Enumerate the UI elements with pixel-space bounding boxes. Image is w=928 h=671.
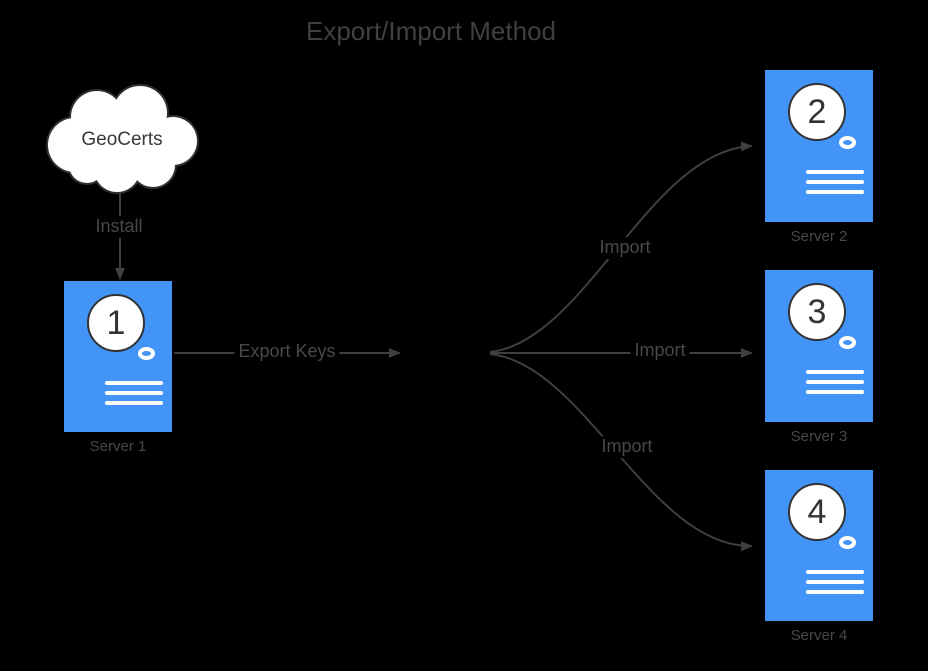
server-label: Server 4	[790, 627, 848, 644]
text-lines-icon	[806, 570, 864, 600]
ellipse-icon	[839, 336, 856, 349]
install-edge-label: Install	[91, 216, 147, 238]
server-node-2: 2 Server 2	[765, 70, 873, 245]
server-node-4: 4 Server 4	[765, 470, 873, 644]
import-middle-edge-label: Import	[630, 340, 690, 362]
server-node-1: 1 Server 1	[64, 281, 172, 455]
export-keys-edge-label: Export Keys	[234, 341, 340, 363]
cloud-label: GeoCerts	[81, 129, 163, 150]
server-label: Server 2	[790, 228, 848, 245]
server-node-3: 3 Server 3	[765, 270, 873, 445]
server-number: 1	[106, 303, 126, 342]
import-top-edge-label: Import	[595, 237, 655, 259]
server-number: 4	[807, 492, 827, 531]
text-lines-icon	[105, 381, 163, 411]
ellipse-icon	[839, 536, 856, 549]
text-lines-icon	[806, 170, 864, 200]
server-number: 3	[807, 292, 827, 331]
server-label: Server 1	[89, 438, 147, 455]
text-lines-icon	[806, 370, 864, 400]
import-bottom-edge-label: Import	[597, 436, 657, 458]
cloud-shape	[46, 84, 199, 194]
server-number-badge: 1	[87, 294, 145, 352]
server-label: Server 3	[790, 428, 848, 445]
server-number-badge: 4	[788, 483, 846, 541]
page-title: Export/Import Method	[306, 16, 556, 46]
ellipse-icon	[839, 136, 856, 149]
server-number-badge: 3	[788, 283, 846, 341]
ellipse-icon	[138, 347, 155, 360]
server-number-badge: 2	[788, 83, 846, 141]
server-number: 2	[807, 92, 827, 131]
